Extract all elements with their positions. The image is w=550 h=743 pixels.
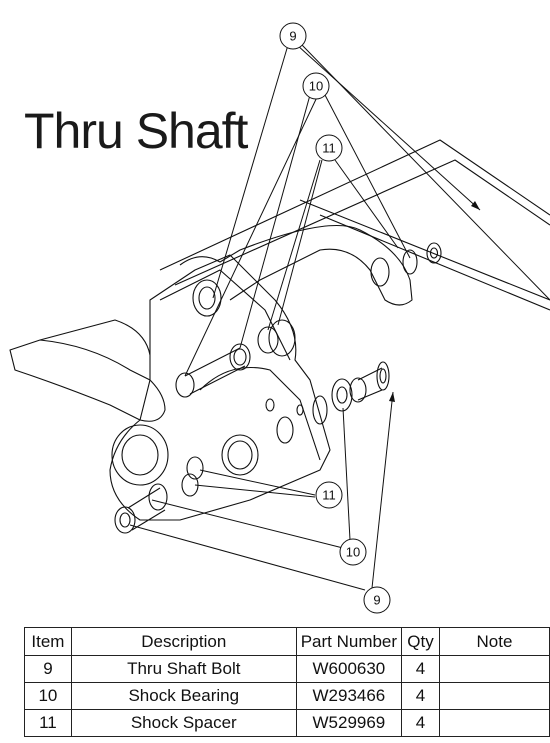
callout-9-bottom-circle <box>363 586 391 614</box>
callout-10-bottom-circle <box>339 538 367 566</box>
table-row: 10 Shock Bearing W293466 4 <box>24 682 550 710</box>
upper-thru-bolt <box>184 347 246 395</box>
callout-10-top: 10 <box>309 79 323 94</box>
cell-qty: 4 <box>401 682 440 710</box>
callout-10-top-circle <box>302 72 330 100</box>
cell-part-number: W293466 <box>295 682 403 710</box>
upper-mount-bracket <box>179 225 413 306</box>
callout-9-top: 9 <box>289 29 296 44</box>
cell-description: Shock Spacer <box>70 709 297 737</box>
upper-bearing <box>192 279 222 317</box>
header-qty: Qty <box>401 627 440 656</box>
callout-11-top-circle <box>315 134 343 162</box>
cell-note <box>438 709 550 737</box>
shock-body-outline <box>159 139 550 311</box>
cell-item: 11 <box>24 709 72 737</box>
table-row: 11 Shock Spacer W529969 4 <box>24 709 550 737</box>
cell-item: 10 <box>24 682 72 710</box>
callout-10-bottom: 10 <box>346 545 360 560</box>
header-part-number: Part Number <box>295 627 403 656</box>
cell-qty: 4 <box>401 709 440 737</box>
parts-table-header-row: Item Description Part Number Qty Note <box>24 627 550 656</box>
lower-thru-bolt <box>127 487 166 531</box>
callout-11-bottom-circle <box>315 481 343 509</box>
cell-part-number: W529969 <box>295 709 403 737</box>
callout-11-top: 11 <box>322 141 336 156</box>
cell-part-number: W600630 <box>295 655 403 683</box>
center-bore <box>221 434 259 476</box>
cell-note <box>438 655 550 683</box>
callout-9-bottom: 9 <box>373 593 380 608</box>
callout-9-top-circle <box>279 22 307 50</box>
exploded-spacer <box>312 395 328 425</box>
cell-qty: 4 <box>401 655 440 683</box>
rocker-plate <box>109 254 331 521</box>
diagram-title: Thru Shaft <box>24 103 248 159</box>
header-item: Item <box>24 627 72 656</box>
cell-note <box>438 682 550 710</box>
header-note: Note <box>438 627 550 656</box>
cell-item: 9 <box>24 655 72 683</box>
cell-description: Thru Shaft Bolt <box>70 655 297 683</box>
exploded-assembly-drawing: 9 10 11 11 10 9 <box>9 22 550 614</box>
parts-table: Item Description Part Number Qty Note 9 … <box>24 627 550 737</box>
table-row: 9 Thru Shaft Bolt W600630 4 <box>24 655 550 683</box>
callout-11-bottom: 11 <box>322 488 336 503</box>
exploded-bearing <box>331 378 353 412</box>
header-description: Description <box>70 627 297 656</box>
cell-description: Shock Bearing <box>70 682 297 710</box>
left-arm <box>9 339 166 422</box>
